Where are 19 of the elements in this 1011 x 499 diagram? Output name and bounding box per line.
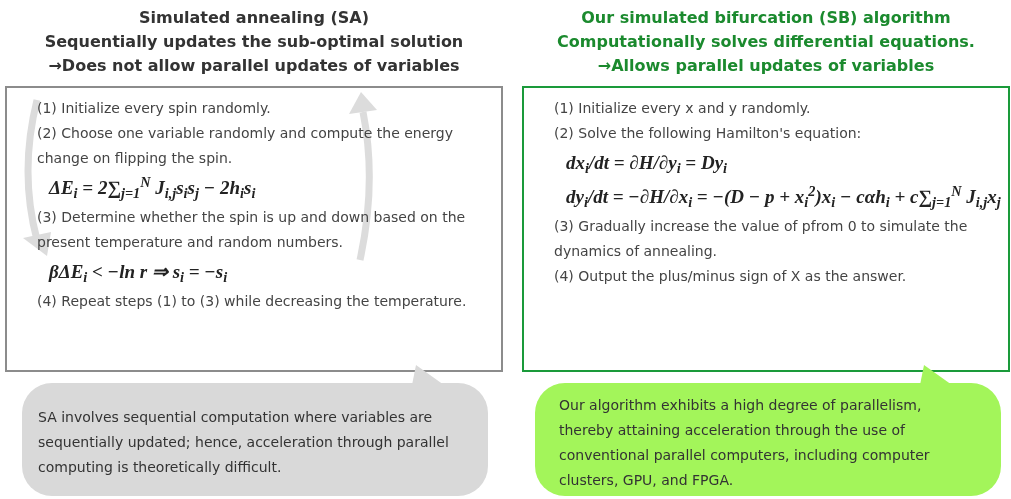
formula: ΔE$_{i}$ = 2∑$_{j=1}$$^{N}$ J$_{i,j}$s$_{i}$s$_{j}$ − 2h$_{i}$s$_{i}$ [47, 172, 257, 203]
bubble-text: SA involves sequential computation where variables are sequentially updated; hence, acceleration through parallel computing is theoretically difficult. [38, 408, 450, 477]
step-text: (1) Initialize every spin randomly. [37, 99, 272, 118]
step-text: (1) Initialize every x and y randomly. [554, 99, 812, 118]
panel-heading: Computationally solves differential equations. [557, 31, 975, 53]
step-text: (4) Output the plus/minus sign of X as the answer. [554, 267, 908, 286]
panel-heading: Simulated annealing (SA) [139, 7, 369, 29]
panel-heading: Our simulated bifurcation (SB) algorithm [581, 7, 951, 29]
step-text: (2) Solve the following Hamilton's equation: [554, 124, 863, 143]
formula: βΔE$_{i}$ < −ln r ⇒ s$_{i}$ = −s$_{i}$ [47, 260, 229, 287]
panel-heading: →Allows parallel updates of variables [597, 55, 935, 77]
step-text: (3) Determine whether the spin is up and down based on the present temperature and random numbers. [37, 208, 467, 252]
step-text: (2) Choose one variable randomly and compute the energy change on flipping the spin. [37, 124, 454, 168]
bubble-text: Our algorithm exhibits a high degree of parallelism, thereby attaining acceleration through the use of conventional parallel computers, including computer clusters, GPU, and FPGA. [559, 396, 931, 490]
step-text: (3) Gradually increase the value of pfrom 0 to simulate the dynamics of annealing. [554, 217, 969, 261]
step-text: (4) Repeat steps (1) to (3) while decreasing the temperature. [37, 292, 468, 311]
panel-heading: Sequentially updates the sub-optimal solution [44, 31, 464, 53]
panel-heading: →Does not allow parallel updates of variables [48, 55, 460, 77]
formula: dx$_{i}$/dt = ∂H/∂y$_{i}$ = Dy$_{i}$ [565, 151, 729, 178]
